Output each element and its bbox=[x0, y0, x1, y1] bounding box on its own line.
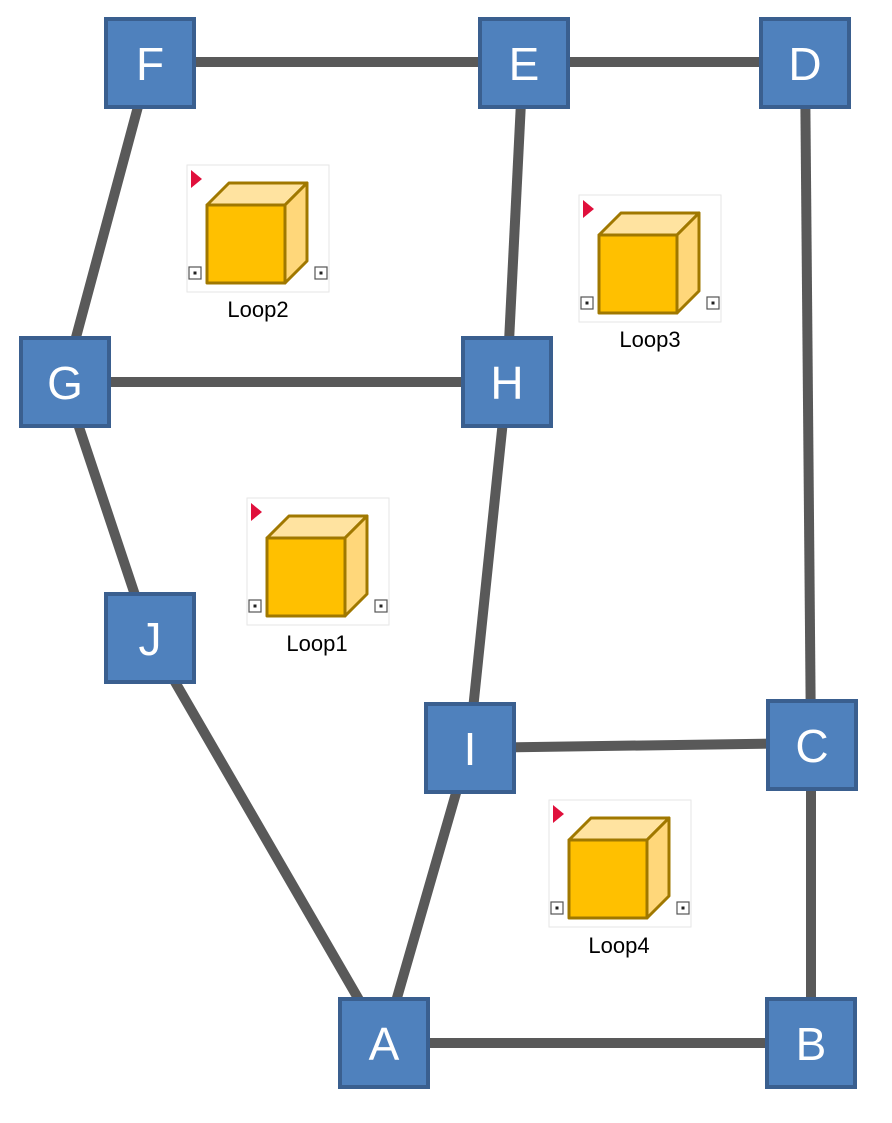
edge-i-c bbox=[468, 738, 812, 753]
edge-f-g bbox=[59, 60, 155, 384]
port-icon bbox=[188, 266, 202, 280]
cube-icon bbox=[205, 181, 309, 285]
port-icon bbox=[580, 296, 594, 310]
loop-block-loop2[interactable] bbox=[186, 164, 330, 293]
node-c[interactable]: C bbox=[766, 699, 858, 791]
node-j[interactable]: J bbox=[104, 592, 196, 684]
flag-icon bbox=[553, 805, 564, 823]
cube-icon bbox=[597, 211, 701, 315]
node-label-g: G bbox=[47, 357, 83, 409]
port-icon bbox=[676, 901, 690, 915]
cube-icon bbox=[265, 514, 369, 618]
loop-block-loop1[interactable] bbox=[246, 497, 390, 626]
flag-icon bbox=[251, 503, 262, 521]
port-icon bbox=[314, 266, 328, 280]
loop-block-loop3[interactable] bbox=[578, 194, 722, 323]
node-d[interactable]: D bbox=[759, 17, 851, 109]
edge-e-h bbox=[502, 61, 528, 383]
port-icon bbox=[374, 599, 388, 613]
node-label-h: H bbox=[490, 357, 523, 409]
flag-icon bbox=[191, 170, 202, 188]
node-a[interactable]: A bbox=[338, 997, 430, 1089]
node-i[interactable]: I bbox=[424, 702, 516, 794]
node-label-c: C bbox=[795, 720, 828, 772]
node-f[interactable]: F bbox=[104, 17, 196, 109]
cube-icon bbox=[567, 816, 671, 920]
port-icon bbox=[248, 599, 262, 613]
node-b[interactable]: B bbox=[765, 997, 857, 1089]
node-e[interactable]: E bbox=[478, 17, 570, 109]
node-h[interactable]: H bbox=[461, 336, 553, 428]
loop-label-loop2: Loop2 bbox=[227, 297, 288, 322]
loop-block-loop4[interactable] bbox=[548, 799, 692, 928]
edge-d-c bbox=[800, 61, 816, 746]
node-label-f: F bbox=[136, 38, 164, 90]
node-label-i: I bbox=[464, 723, 477, 775]
node-label-e: E bbox=[509, 38, 540, 90]
edges bbox=[59, 57, 816, 1048]
edge-h-i bbox=[464, 381, 512, 749]
port-icon bbox=[706, 296, 720, 310]
node-label-a: A bbox=[369, 1018, 400, 1070]
port-icon bbox=[550, 901, 564, 915]
loop-label-loop4: Loop4 bbox=[588, 933, 649, 958]
node-label-j: J bbox=[139, 613, 162, 665]
node-label-b: B bbox=[796, 1018, 827, 1070]
node-label-d: D bbox=[788, 38, 821, 90]
flag-icon bbox=[583, 200, 594, 218]
edge-j-a bbox=[144, 634, 389, 1046]
edge-i-a bbox=[379, 746, 474, 1045]
loop-label-loop3: Loop3 bbox=[619, 327, 680, 352]
node-g[interactable]: G bbox=[19, 336, 111, 428]
loop-label-loop1: Loop1 bbox=[286, 631, 347, 656]
